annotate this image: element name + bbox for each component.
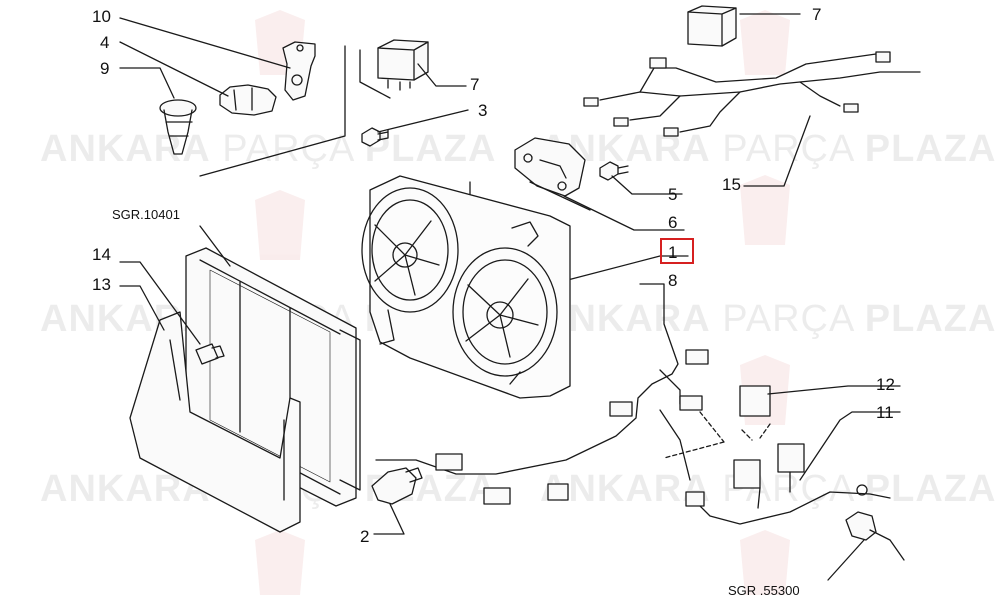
leader-5	[611, 175, 683, 195]
radiator-plug	[195, 343, 225, 365]
callout-5: 5	[668, 185, 678, 204]
callout-6: 6	[668, 213, 678, 232]
leader-7a	[417, 63, 467, 87]
part-10-bracket	[282, 41, 316, 101]
reference-sgr-55300: SGR .55300	[728, 583, 800, 598]
part-9-fastener	[159, 99, 197, 155]
callout-12: 12	[876, 375, 895, 394]
part-2-switch	[371, 467, 423, 535]
callout-7: 7	[812, 5, 822, 24]
leader-10	[119, 17, 291, 69]
leader-15	[743, 115, 811, 187]
reference-sgr-10401: SGR.10401	[112, 207, 180, 222]
callout-1: 1	[668, 243, 678, 262]
part-3-screw	[361, 127, 389, 147]
part-7-relay-right	[687, 5, 737, 47]
part-6-resistor	[514, 137, 586, 197]
leader-6	[563, 195, 685, 231]
callout-4: 4	[100, 33, 110, 52]
part-12-relays	[733, 385, 901, 489]
leader-3	[377, 109, 469, 133]
part-4-clip	[219, 84, 277, 116]
selected-callout-box	[660, 238, 694, 264]
leader-sgr1	[199, 225, 231, 267]
part-5-screw	[599, 161, 629, 181]
callout-9: 9	[100, 59, 110, 78]
callout-15: 15	[722, 175, 741, 194]
callout-2: 2	[360, 527, 370, 546]
callout-13: 13	[92, 275, 111, 294]
watermark: ANKARA PARÇA PLAZA	[540, 468, 997, 510]
callout-7: 7	[470, 75, 480, 94]
part-14-shroud	[129, 311, 301, 533]
leader-9	[119, 67, 175, 99]
leader-14	[119, 261, 201, 345]
part-7-relay	[377, 39, 429, 91]
callout-8: 8	[668, 271, 678, 290]
leader-13	[119, 285, 165, 331]
part-15-harness	[583, 51, 921, 137]
sgr-55300-part	[827, 511, 905, 581]
leader-4	[119, 41, 229, 97]
callout-10: 10	[92, 7, 111, 26]
part-11-harness	[685, 411, 901, 525]
callout-14: 14	[92, 245, 111, 264]
part-1-fan-assembly	[361, 175, 571, 399]
callout-3: 3	[478, 101, 488, 120]
callout-11: 11	[876, 403, 894, 422]
part-8-harness	[375, 283, 709, 505]
